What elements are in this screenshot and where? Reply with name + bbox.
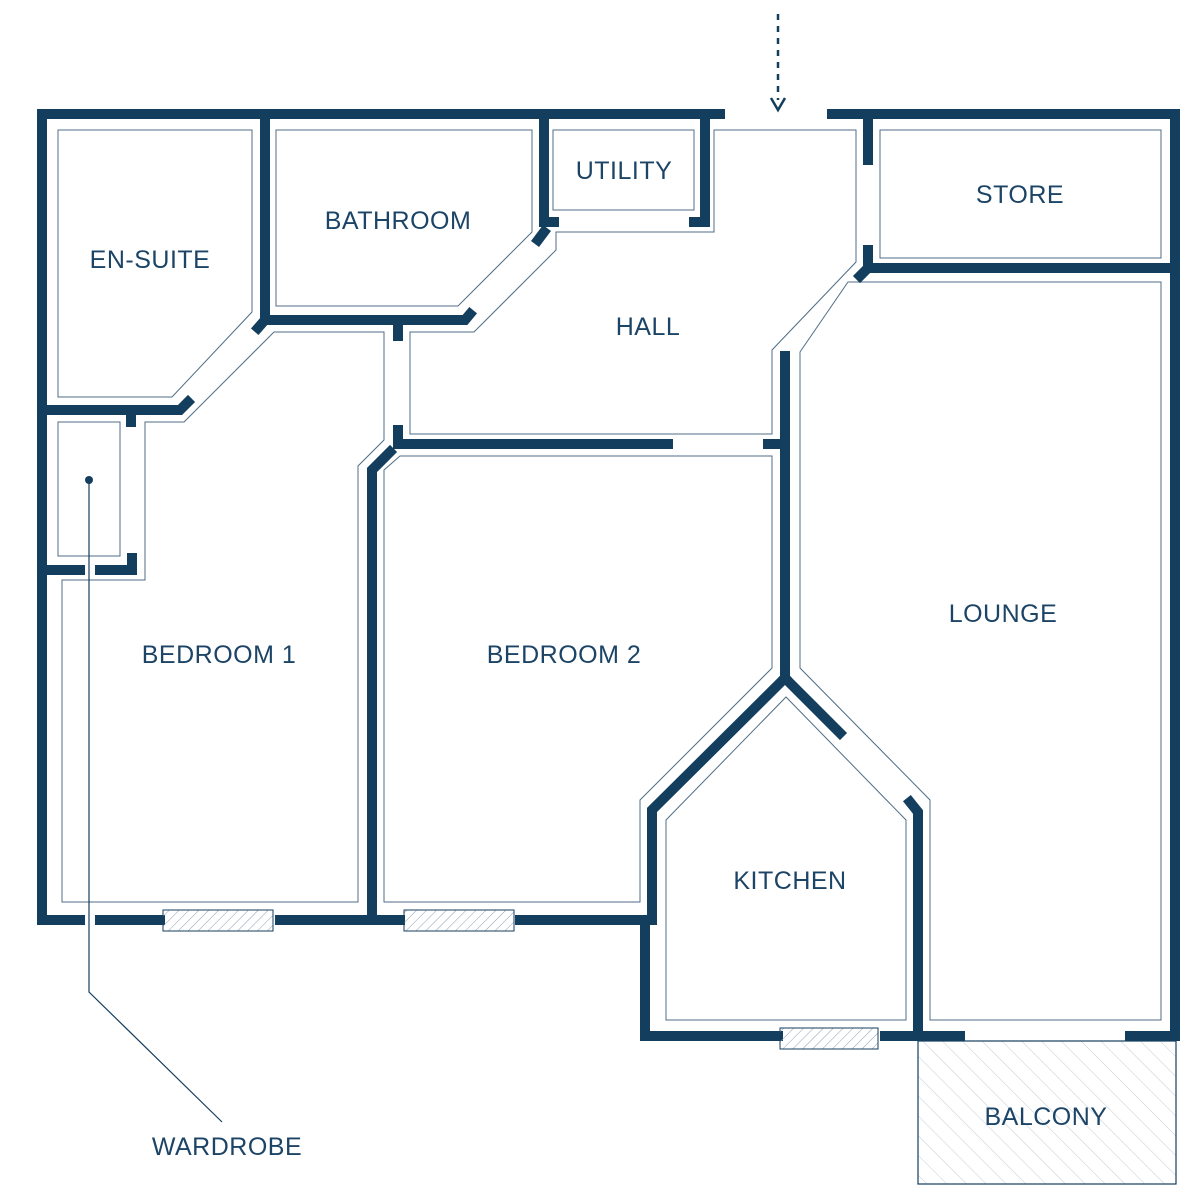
- wardrobe-leader: [85, 476, 223, 1123]
- window-bedroom-2: [403, 909, 515, 932]
- wall-bath-utility: [539, 109, 559, 227]
- window-bedroom-1: [162, 909, 274, 932]
- utility-outline: [552, 129, 695, 211]
- hall-outline: [409, 129, 857, 435]
- wall-ensuite-diag: [250, 312, 273, 336]
- wall-ensuite-bottom: [41, 394, 196, 415]
- label-wardrobe: WARDROBE: [152, 1133, 302, 1161]
- wall-kitchen-lounge: [902, 794, 923, 1041]
- label-en-suite: EN-SUITE: [90, 246, 211, 274]
- wall-bathroom-bottom: [260, 306, 478, 325]
- label-bathroom: BATHROOM: [325, 207, 472, 235]
- balcony-area: [917, 1040, 1177, 1185]
- room-labels: EN-SUITE BATHROOM UTILITY STORE HALL BED…: [90, 157, 1108, 1161]
- store-outline: [879, 129, 1162, 259]
- wall-store-diag: [852, 260, 876, 284]
- kitchen-outline: [665, 696, 907, 1021]
- entrance-arrow-icon: [769, 14, 787, 113]
- room-outlines: [57, 129, 1162, 1021]
- wall-hall-bed2: [393, 425, 673, 449]
- label-lounge: LOUNGE: [949, 600, 1058, 628]
- wall-wardrobe-bottom: [95, 553, 137, 575]
- outer-wall-bottom-4: [515, 915, 783, 1041]
- label-kitchen: KITCHEN: [733, 867, 846, 895]
- label-balcony: BALCONY: [985, 1103, 1108, 1131]
- wall-store-bottom: [863, 245, 1180, 273]
- wardrobe-outline: [57, 421, 121, 557]
- label-hall: HALL: [616, 313, 681, 341]
- wall-utility-right: [689, 109, 710, 227]
- wall-bed1-bed2: [367, 444, 398, 925]
- bathroom-outline: [275, 129, 533, 307]
- outer-wall-top-right: [827, 109, 1180, 1041]
- bedroom-1-outline: [61, 331, 385, 903]
- label-bedroom-1: BEDROOM 1: [142, 641, 297, 669]
- label-store: STORE: [976, 181, 1064, 209]
- windows: [162, 909, 879, 1050]
- outer-wall-top-left: [37, 109, 725, 925]
- lounge-outline: [799, 281, 1162, 1021]
- wall-bath-diag: [531, 225, 551, 247]
- walls: [37, 109, 1180, 1041]
- en-suite-outline: [57, 129, 253, 398]
- bedroom-2-outline: [383, 455, 773, 903]
- label-utility: UTILITY: [576, 157, 673, 185]
- wall-kitchen-right: [777, 670, 848, 741]
- label-bedroom-2: BEDROOM 2: [487, 641, 642, 669]
- window-kitchen: [779, 1027, 879, 1050]
- wall-kitchen-left: [647, 670, 793, 925]
